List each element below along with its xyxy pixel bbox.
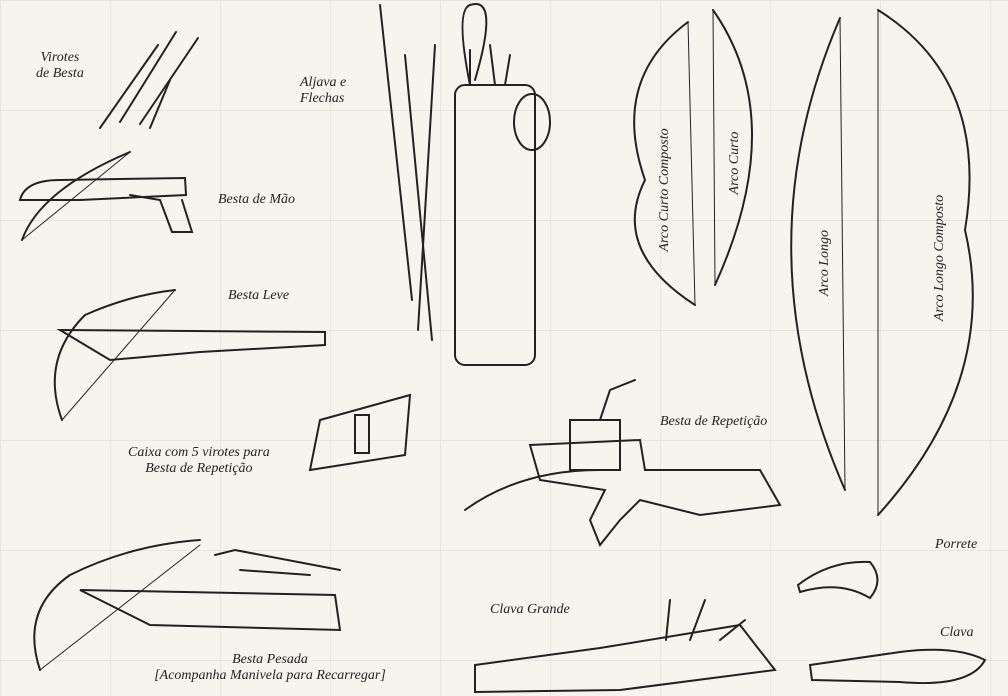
hand-crossbow-drawing xyxy=(18,151,194,241)
great-club-drawing xyxy=(474,599,777,694)
label-line: [Acompanha Manivela para Recarregar] xyxy=(154,668,386,683)
label-short-composite-bow: Arco Curto Composto xyxy=(657,128,672,252)
label-short-bow: Arco Curto xyxy=(727,131,742,195)
label-light-crossbow: Besta Leve xyxy=(228,288,290,303)
label-line: Flechas xyxy=(300,91,345,106)
short-bow-drawing xyxy=(712,9,753,286)
crossbow-bolts-drawing xyxy=(99,31,199,129)
repeating-crossbow-drawing xyxy=(464,379,782,547)
label-heavy-crossbow: Besta Pesada [Acompanha Manivela para Re… xyxy=(150,652,390,684)
label-club: Clava xyxy=(940,625,974,640)
label-quiver: Aljava e Flechas xyxy=(300,75,346,107)
label-line: Caixa com 5 virotes para xyxy=(128,445,270,460)
label-bolt-case: Caixa com 5 virotes para Besta de Repeti… xyxy=(128,445,270,477)
club-drawing xyxy=(808,648,987,685)
bolt-case-drawing xyxy=(308,393,412,472)
light-crossbow-drawing xyxy=(53,289,326,421)
label-repeating-crossbow: Besta de Repetição xyxy=(660,414,768,429)
label-line: Besta Pesada xyxy=(232,652,308,667)
short-composite-bow-drawing xyxy=(633,21,696,306)
heavy-crossbow-drawing xyxy=(33,539,342,671)
label-longbow: Arco Longo xyxy=(817,230,832,296)
label-crossbow-bolts: Virotes de Besta xyxy=(36,50,84,82)
label-long-composite-bow: Arco Longo Composto xyxy=(932,194,947,322)
label-line: de Besta xyxy=(36,66,84,81)
label-sap: Porrete xyxy=(935,537,978,552)
label-great-club: Clava Grande xyxy=(490,602,570,617)
label-line: Aljava e xyxy=(300,75,347,90)
long-composite-bow-drawing xyxy=(877,9,974,516)
label-line: Virotes xyxy=(40,50,80,65)
label-line: Besta de Repetição xyxy=(145,461,253,476)
label-hand-crossbow: Besta de Mão xyxy=(218,192,295,207)
sap-drawing xyxy=(796,560,879,600)
quiver-drawing xyxy=(379,2,551,366)
longbow-drawing xyxy=(790,17,846,491)
